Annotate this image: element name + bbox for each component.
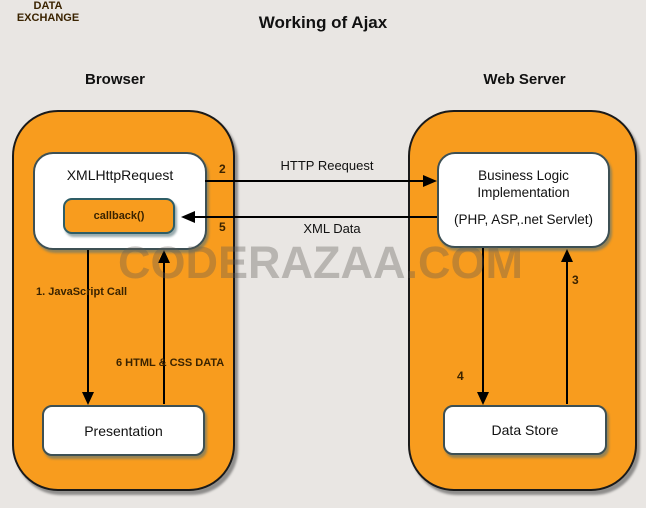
data-exchange-line1: DATA	[33, 0, 63, 12]
webserver-zone-label: Web Server	[483, 71, 566, 88]
step-number-5: 5	[219, 220, 226, 234]
http-request-label: HTTP Reequest	[280, 158, 374, 173]
callback-box: callback()	[63, 198, 175, 234]
business-logic-line1: Business Logic	[478, 168, 569, 183]
step-number-2: 2	[219, 162, 226, 176]
html-css-data-label: 6 HTML & CSS DATA	[116, 357, 225, 369]
presentation-box: Presentation	[42, 405, 205, 456]
data-exchange-label: DATA EXCHANGE	[0, 0, 96, 24]
business-logic-line2: Implementation	[477, 185, 570, 200]
browser-zone-label: Browser	[84, 71, 146, 88]
step-number-3: 3	[572, 273, 579, 287]
business-logic-box: Business Logic Implementation (PHP, ASP,…	[437, 152, 610, 248]
javascript-call-label: 1. JavaScript Call	[36, 286, 128, 298]
xmlhttprequest-label: XMLHttpRequest	[66, 167, 174, 183]
xml-data-label: XML Data	[303, 221, 361, 236]
business-logic-line3: (PHP, ASP,.net Servlet)	[453, 212, 594, 227]
data-exchange-line2: EXCHANGE	[16, 12, 80, 24]
data-store-box: Data Store	[443, 405, 607, 455]
presentation-label: Presentation	[84, 422, 163, 439]
callback-label: callback()	[93, 210, 145, 222]
data-store-label: Data Store	[491, 422, 559, 438]
step-number-4: 4	[457, 369, 464, 383]
diagram-title: Working of Ajax	[258, 13, 388, 32]
